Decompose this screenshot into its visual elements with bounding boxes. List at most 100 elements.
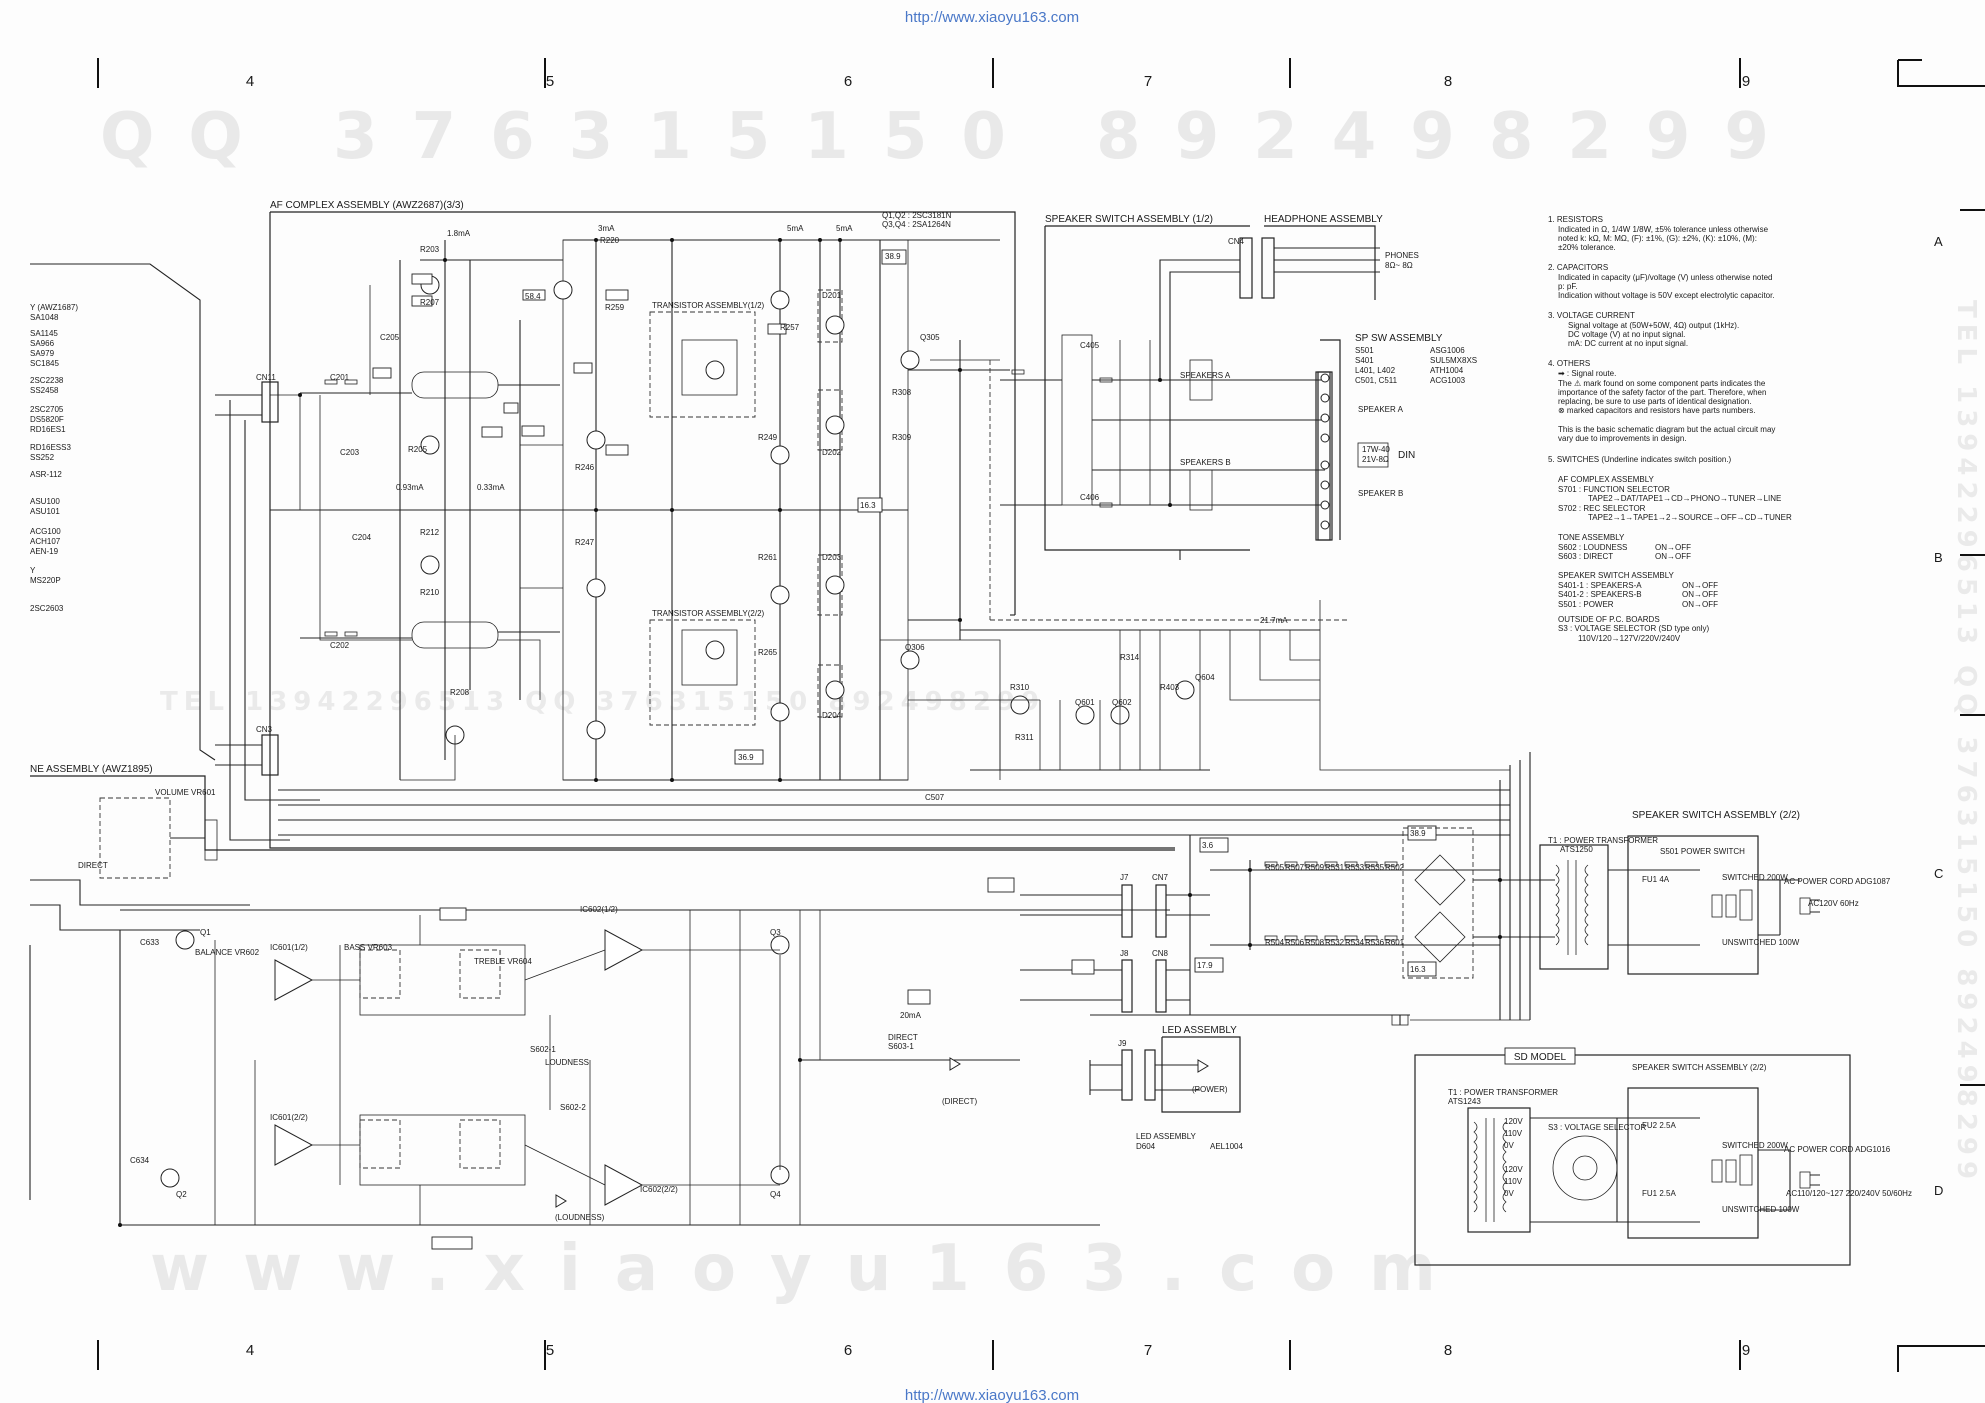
- note-line: ⊗ marked capacitors and resistors have p…: [1558, 406, 1755, 415]
- col-label-7-bottom: 7: [1144, 1342, 1152, 1359]
- semi-ref: Q3: [770, 928, 781, 937]
- watermark-right: TEL 13942296513 QQ 376315150 892498299: [1951, 300, 1981, 1185]
- component-ref: R509: [1305, 863, 1325, 872]
- component-ref: R403: [1160, 683, 1180, 692]
- direct-led-label: (DIRECT): [942, 1097, 977, 1106]
- left-part: 2SC2603: [30, 604, 64, 613]
- grid-labels: 4 5 6 7 8 9 4 5 6 7 8 9 A B C D: [246, 73, 1944, 1359]
- speakers-a-label: SPEAKERS A: [1180, 371, 1231, 380]
- input-connectors: CN11 CN3: [215, 373, 1510, 841]
- note-line: ON→OFF: [1655, 543, 1691, 552]
- note-title: 3. VOLTAGE CURRENT: [1548, 311, 1635, 320]
- component-ref: R504: [1265, 938, 1285, 947]
- note-line: S602 : LOUDNESS: [1558, 543, 1627, 552]
- loudness-label: LOUDNESS: [545, 1058, 589, 1067]
- note-title: 1. RESISTORS: [1548, 215, 1603, 224]
- semi-ref: D201: [822, 291, 842, 300]
- balance-label: BALANCE VR602: [195, 948, 260, 957]
- left-part: SA1145: [30, 329, 58, 338]
- power-switch-label: S501 POWER SWITCH: [1660, 847, 1745, 856]
- sd-tap: 0V: [1504, 1141, 1514, 1150]
- component-ref: R220: [600, 236, 620, 245]
- left-part: ACG100: [30, 527, 61, 536]
- voltage-16-3: 3.6: [1202, 841, 1214, 850]
- sd-fuse1-label: FU1 2.5A: [1642, 1189, 1676, 1198]
- watermark-bottom: www.xiaoyu163.com: [150, 1232, 1470, 1306]
- note-line: S701 : FUNCTION SELECTOR: [1558, 485, 1670, 494]
- col-label-9-bottom: 9: [1742, 1342, 1750, 1359]
- capacitor-ref: C202: [330, 641, 350, 650]
- junction-dots: [118, 238, 1502, 1227]
- headphone-assembly: HEADPHONE ASSEMBLY PHONES 8Ω~ 8Ω CN4: [1159, 214, 1419, 505]
- col-label-4: 4: [246, 73, 254, 90]
- left-part: AEN-19: [30, 547, 59, 556]
- frame-ticks: [97, 58, 1985, 1372]
- row-label-d: D: [1934, 1183, 1943, 1198]
- speaker-switch-2-title: SPEAKER SWITCH ASSEMBLY (2/2): [1632, 810, 1800, 821]
- component-ref: R208: [450, 688, 470, 697]
- notes-block: 1. RESISTORS Indicated in Ω, 1/4W 1/8W, …: [1548, 215, 1792, 643]
- capacitor-ref: C204: [352, 533, 372, 542]
- ic601-1: IC601(1/2): [270, 943, 308, 952]
- col-label-4-bottom: 4: [246, 1342, 254, 1359]
- sd-cord-label: AC POWER CORD ADG1016: [1784, 1145, 1891, 1154]
- direct-label: DIRECT: [78, 861, 108, 870]
- note-line: p: pF.: [1558, 282, 1578, 291]
- s603-1-label: S603-1: [888, 1042, 914, 1051]
- connector-j7: J7: [1120, 873, 1129, 882]
- connector-cn3: CN3: [256, 725, 273, 734]
- note-line: noted k: kΩ, M: MΩ, (F): ±1%, (G): ±2%, …: [1558, 234, 1757, 243]
- ic602-1: IC602(1/2): [580, 905, 618, 914]
- connector-j9: CN4: [1228, 237, 1245, 246]
- note-line: importance of the safety factor of the p…: [1558, 388, 1766, 397]
- component-ref: R310: [1010, 683, 1030, 692]
- component-ref: R259: [605, 303, 625, 312]
- note-line: S3 : VOLTAGE SELECTOR (SD type only): [1558, 624, 1709, 633]
- left-part: RD16ES1: [30, 425, 66, 434]
- col-label-6-bottom: 6: [844, 1342, 852, 1359]
- component-labels: R203 R207 R205 R212 R210 R208 R220 R259 …: [130, 236, 1405, 1199]
- component-ref: R536: [1365, 938, 1385, 947]
- current-5ma-a: 5mA: [787, 224, 804, 233]
- led-part-label: LED ASSEMBLY: [1136, 1132, 1197, 1141]
- component-ref: R210: [420, 588, 440, 597]
- transistor-assembly-2-title: TRANSISTOR ASSEMBLY(2/2): [652, 609, 765, 618]
- connector-cn8: CN8: [1152, 949, 1169, 958]
- footer-url: http://www.xiaoyu163.com: [905, 1387, 1079, 1403]
- current-0-93ma: 0.93mA: [396, 483, 424, 492]
- capacitor-ref: C201: [330, 373, 350, 382]
- resistor-glyphs: [324, 369, 1398, 941]
- s602-2-label: S602-2: [560, 1103, 586, 1112]
- left-part: Y (AWZ1687): [30, 303, 78, 312]
- sp-sw-part: ASG1006: [1430, 346, 1465, 355]
- col-label-5-bottom: 5: [546, 1342, 554, 1359]
- component-ref: R265: [758, 648, 778, 657]
- speaker-b-terminal: SPEAKER B: [1358, 489, 1403, 498]
- component-ref: R247: [575, 538, 595, 547]
- transformer-label: T1 : POWER TRANSFORMER: [1548, 836, 1658, 845]
- voltage-neg-38-9-b: 16.3: [1410, 965, 1426, 974]
- loudness-led-label: (LOUDNESS): [555, 1213, 605, 1222]
- phones-label: PHONES: [1385, 251, 1419, 260]
- semi-ref: Q2: [176, 1190, 187, 1199]
- semi-ref: Q4: [770, 1190, 781, 1199]
- component-ref: R314: [1120, 653, 1140, 662]
- voltage-38-9: 38.9: [885, 252, 901, 261]
- left-parts-list: Y (AWZ1687) SA1048 SA1145 SA966 SA979 SC…: [30, 263, 216, 761]
- note-line: S401-1 : SPEAKERS-A: [1558, 581, 1642, 590]
- left-part: 2SC2705: [30, 405, 64, 414]
- ic602-2: IC602(2/2): [640, 1185, 678, 1194]
- speaker-switch-assembly-2: SPEAKER SWITCH ASSEMBLY (2/2) T1 : POWER…: [1539, 810, 1891, 975]
- note-line: Indication without voltage is 50V except…: [1558, 291, 1775, 300]
- col-label-6: 6: [844, 73, 852, 90]
- note-line: Indicated in capacity (μF)/voltage (V) u…: [1558, 273, 1773, 282]
- row-label-c: C: [1934, 866, 1943, 881]
- component-ref: R205: [408, 445, 428, 454]
- left-part: SA966: [30, 339, 55, 348]
- semi-ref: D202: [822, 448, 842, 457]
- left-part: SS2458: [30, 386, 59, 395]
- note-line: ON→OFF: [1682, 600, 1718, 609]
- voltage-38-9-b: 38.9: [1410, 829, 1426, 838]
- capacitor-ref: C507: [925, 793, 945, 802]
- speakers-b-label: SPEAKERS B: [1180, 458, 1231, 467]
